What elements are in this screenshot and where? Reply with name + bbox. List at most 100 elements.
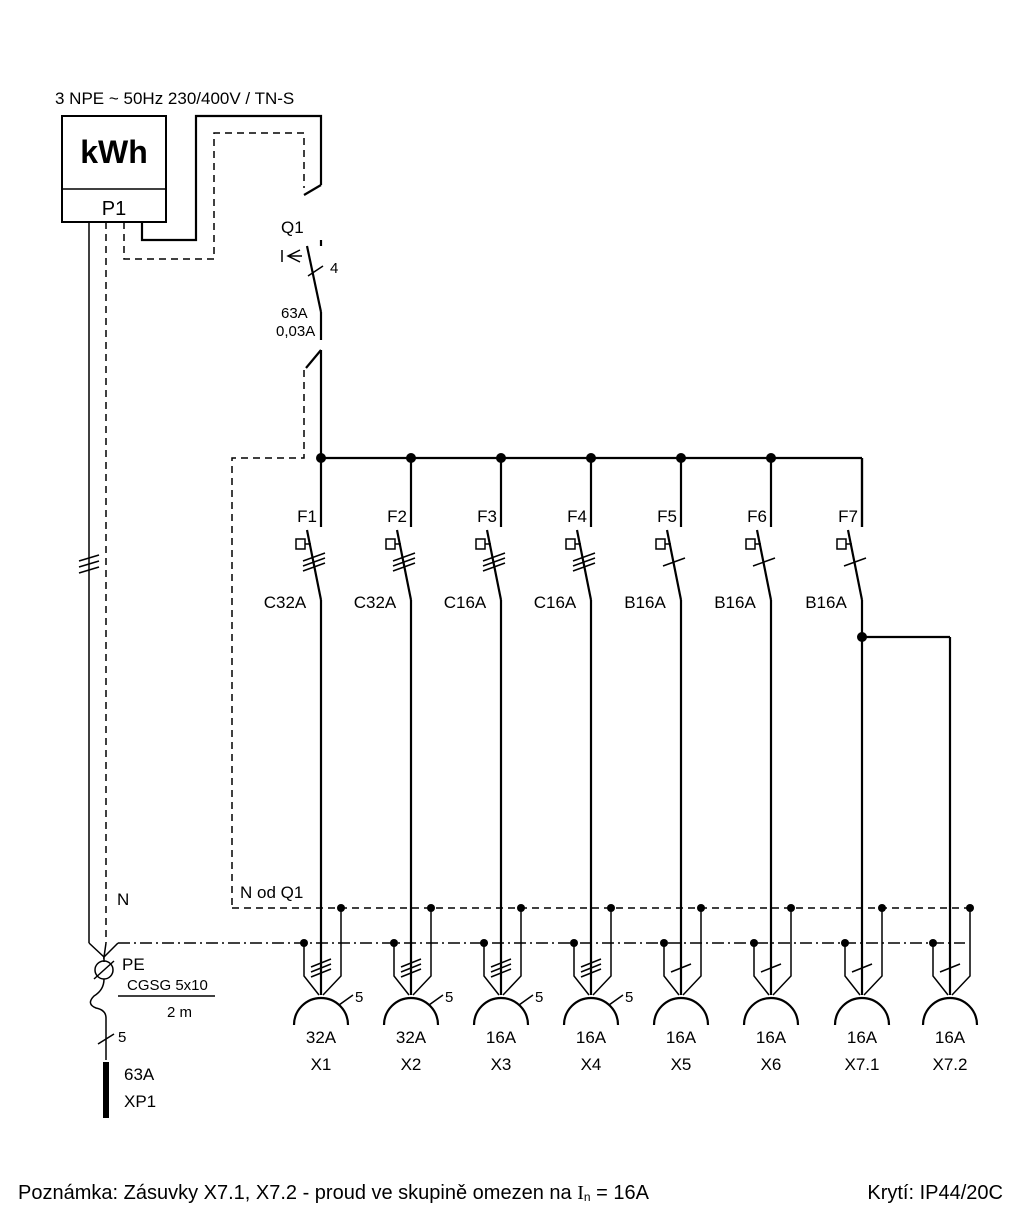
breaker-pole-tick bbox=[752, 557, 776, 567]
socket-wires: 5 bbox=[625, 989, 633, 1006]
socket-rating: 16A bbox=[756, 1028, 787, 1047]
socket-wire-tick bbox=[428, 994, 444, 1006]
neutral-from-q1-label: N od Q1 bbox=[240, 883, 303, 902]
breaker-pole-tick bbox=[302, 557, 326, 567]
footer-protection: Krytí: IP44/20C bbox=[867, 1182, 1003, 1204]
breaker-pole-tick bbox=[392, 562, 416, 572]
neutral-lead bbox=[863, 908, 883, 996]
socket-pole-tick bbox=[400, 963, 422, 973]
supply-phase-wire bbox=[140, 114, 323, 242]
neutral-lead bbox=[682, 908, 702, 996]
breaker-contact bbox=[575, 529, 593, 601]
breaker-name: F4 bbox=[567, 507, 587, 526]
breaker-pole-tick bbox=[482, 557, 506, 567]
breaker-rating: B16A bbox=[714, 593, 756, 612]
socket-wires: 5 bbox=[445, 989, 453, 1006]
socket-symbol bbox=[472, 996, 530, 1026]
q1-name: Q1 bbox=[281, 218, 304, 237]
footer-note-subscript: n bbox=[584, 1190, 591, 1204]
q1-residual: 0,03A bbox=[276, 323, 315, 340]
footer-note: Poznámka: Zásuvky X7.1, X7.2 - proud ve … bbox=[18, 1182, 650, 1204]
meter-p1: kWh P1 bbox=[61, 115, 167, 223]
neutral-lead bbox=[951, 908, 971, 996]
breaker-name: F1 bbox=[297, 507, 317, 526]
socket-rating: 32A bbox=[306, 1028, 337, 1047]
plug-wires-label: 5 bbox=[118, 1029, 126, 1046]
breaker-pole-tick bbox=[302, 562, 326, 572]
q1-poles: 4 bbox=[330, 260, 338, 277]
breaker-thermal-mark bbox=[745, 538, 756, 550]
socket-pole-tick bbox=[580, 968, 602, 978]
breaker-pole-tick bbox=[662, 557, 686, 567]
socket-pole-tick bbox=[490, 968, 512, 978]
breaker-pole-tick bbox=[482, 552, 506, 562]
breaker-rating: C32A bbox=[354, 593, 397, 612]
breaker-thermal-mark bbox=[655, 538, 666, 550]
q1-rating: 63A bbox=[281, 305, 308, 322]
footer-note-symbol: I bbox=[577, 1182, 584, 1204]
socket-pole-tick bbox=[400, 958, 422, 968]
breaker-name: F6 bbox=[747, 507, 767, 526]
breaker-name: F2 bbox=[387, 507, 407, 526]
plug-rating-label: 63A bbox=[124, 1065, 155, 1084]
socket-pole-tick bbox=[580, 963, 602, 973]
breaker-thermal-mark bbox=[385, 538, 396, 550]
socket-symbol bbox=[742, 996, 800, 1026]
neutral-lead bbox=[772, 908, 792, 996]
socket-x1: 5 32A X1 bbox=[292, 904, 363, 1074]
socket-name: X1 bbox=[311, 1055, 332, 1074]
socket-name: X6 bbox=[761, 1055, 782, 1074]
neutral-lead bbox=[592, 908, 612, 996]
socket-pole-tick bbox=[670, 963, 692, 973]
socket-name: X7.1 bbox=[845, 1055, 880, 1074]
pe-lead bbox=[663, 943, 680, 996]
breaker-pole-tick bbox=[482, 562, 506, 572]
breaker-rating: C16A bbox=[534, 593, 577, 612]
breaker-contact bbox=[485, 529, 503, 601]
breaker-rating: B16A bbox=[624, 593, 666, 612]
socket-symbol bbox=[382, 996, 440, 1026]
breaker-thermal-mark bbox=[295, 538, 306, 550]
breaker-name: F3 bbox=[477, 507, 497, 526]
pe-wire-ticks bbox=[78, 554, 100, 574]
breaker-pole-tick bbox=[572, 557, 596, 567]
socket-pole-tick bbox=[310, 963, 332, 973]
pe-terminal: PE CGSG 5x10 2 m 5 63A XP1 bbox=[88, 942, 215, 1118]
footer-note-prefix: Poznámka: Zásuvky X7.1, X7.2 - proud ve … bbox=[18, 1182, 577, 1204]
socket-rating: 16A bbox=[935, 1028, 966, 1047]
socket-name: X5 bbox=[671, 1055, 692, 1074]
breaker-contact bbox=[395, 529, 413, 601]
socket-name: X4 bbox=[581, 1055, 602, 1074]
breaker-pole-tick bbox=[572, 562, 596, 572]
breaker-name: F7 bbox=[838, 507, 858, 526]
main-breaker-q1: Q1 4 63A 0,03A bbox=[231, 218, 338, 908]
pe-lead bbox=[393, 943, 410, 996]
breaker-contact bbox=[846, 529, 864, 601]
socket-pole-tick bbox=[580, 958, 602, 968]
footer-note-suffix: = 16A bbox=[591, 1182, 650, 1204]
breaker-pole-tick bbox=[392, 552, 416, 562]
cable-length-label: 2 m bbox=[167, 1004, 192, 1021]
pe-lead bbox=[573, 943, 590, 996]
breaker-pole-tick bbox=[302, 552, 326, 562]
socket-wires: 5 bbox=[355, 989, 363, 1006]
socket-pole-tick bbox=[310, 958, 332, 968]
supply-label: 3 NPE ~ 50Hz 230/400V / TN-S bbox=[55, 89, 294, 108]
socket-name: X2 bbox=[401, 1055, 422, 1074]
socket-rating: 16A bbox=[666, 1028, 697, 1047]
pe-lead bbox=[844, 943, 861, 996]
breaker-rating: B16A bbox=[805, 593, 847, 612]
breaker-pole-tick bbox=[572, 552, 596, 562]
socket-pole-tick bbox=[851, 963, 873, 973]
breaker-group: F1C32AF2C32AF3C16AF4C16AF5B16AF6B16AF7B1… bbox=[264, 453, 867, 995]
socket-rating: 16A bbox=[576, 1028, 607, 1047]
breaker-thermal-mark bbox=[565, 538, 576, 550]
